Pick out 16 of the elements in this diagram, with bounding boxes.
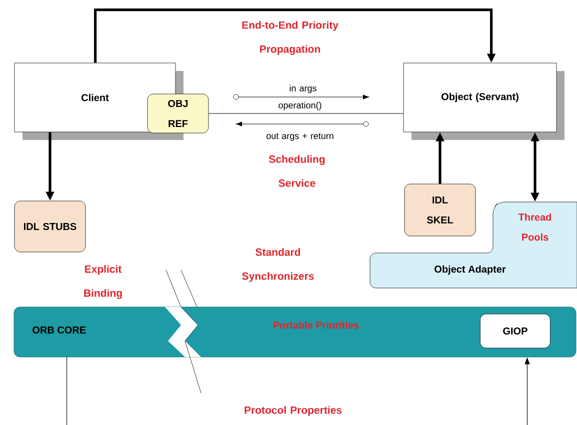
process-box: Object (Servant) bbox=[403, 62, 564, 140]
note-text: Protocol Properties bbox=[244, 406, 342, 416]
component-box: IDL STUBS bbox=[14, 200, 86, 252]
connector bbox=[208, 113, 404, 114]
component-box: OBJ REF bbox=[147, 94, 209, 134]
connector bbox=[66, 356, 68, 425]
component-box: GIOP bbox=[480, 314, 550, 348]
note-text: Scheduling Service bbox=[269, 155, 325, 187]
note-text: End-to-End Priority Propagation bbox=[242, 21, 338, 55]
component-box: IDL SKEL bbox=[404, 184, 476, 236]
connector bbox=[94, 8, 496, 63]
note-text: Standard Synchronizers bbox=[242, 248, 314, 282]
note-text: Explicit Binding bbox=[84, 265, 122, 299]
arg-label: operation() bbox=[278, 102, 322, 110]
arg-label: out args + return bbox=[266, 133, 334, 141]
arg-label: in args bbox=[290, 84, 316, 94]
